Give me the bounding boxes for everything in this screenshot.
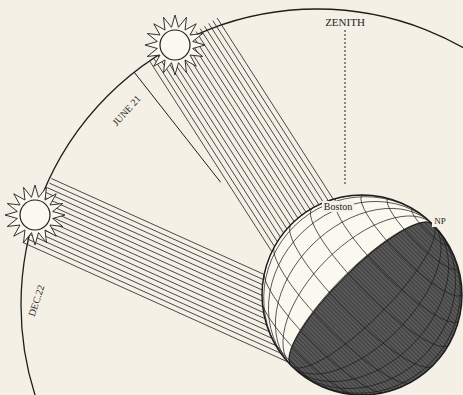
june-ray — [213, 21, 328, 201]
diagram-label: Boston — [322, 201, 354, 212]
june-ray — [158, 56, 277, 242]
december-ray — [23, 242, 288, 361]
december-sun — [5, 185, 65, 245]
december-ray — [49, 183, 263, 279]
december-ray — [29, 229, 272, 339]
parallel — [323, 198, 459, 334]
parallel — [297, 208, 449, 360]
june-ray — [188, 37, 302, 215]
june-ray — [171, 48, 287, 229]
meridian — [273, 206, 451, 384]
december-ray — [41, 201, 262, 301]
december-ray — [39, 206, 263, 307]
parallel — [251, 295, 362, 395]
sky-arc — [21, 9, 463, 395]
diagram-label: DEC.22 — [26, 283, 47, 317]
meridian — [256, 189, 463, 395]
december-ray — [47, 188, 262, 285]
diagram-label: JUNE 21 — [110, 93, 143, 128]
parallel — [351, 195, 462, 306]
diagram-label: NP — [432, 217, 448, 227]
night-side — [274, 207, 463, 395]
december-ray — [33, 220, 267, 325]
zenith-line — [345, 30, 346, 186]
december-ray — [45, 192, 262, 290]
earth-globe — [221, 154, 463, 395]
june-ray — [167, 50, 284, 233]
diagram-label: ZENITH — [325, 16, 365, 28]
june-ray — [204, 26, 319, 205]
meridian — [230, 163, 463, 395]
parallel — [276, 224, 433, 381]
meridian — [241, 174, 463, 395]
parallel — [260, 245, 412, 395]
june-ray — [154, 58, 275, 246]
december-ray — [31, 224, 269, 331]
june-ray — [183, 40, 298, 219]
june-ray — [162, 53, 280, 237]
parallel — [408, 208, 449, 249]
meridian — [223, 156, 463, 395]
june-ray — [192, 34, 306, 212]
june-ray — [200, 29, 314, 207]
december-ray — [37, 210, 264, 312]
parallel — [252, 269, 388, 395]
december-ray — [35, 215, 265, 319]
june-ray — [209, 23, 324, 202]
december-ray — [25, 238, 281, 353]
june-ray — [179, 42, 294, 221]
june-ray — [175, 45, 290, 225]
december-ray — [51, 179, 264, 275]
june-radial-line — [134, 72, 221, 182]
june-sun — [145, 15, 205, 75]
december-ray — [43, 197, 262, 296]
december-ray — [27, 233, 276, 345]
june-ray — [217, 18, 333, 199]
june-ray — [196, 32, 310, 210]
parallel — [380, 198, 458, 276]
meridian — [221, 154, 463, 395]
june-ray — [150, 61, 272, 252]
